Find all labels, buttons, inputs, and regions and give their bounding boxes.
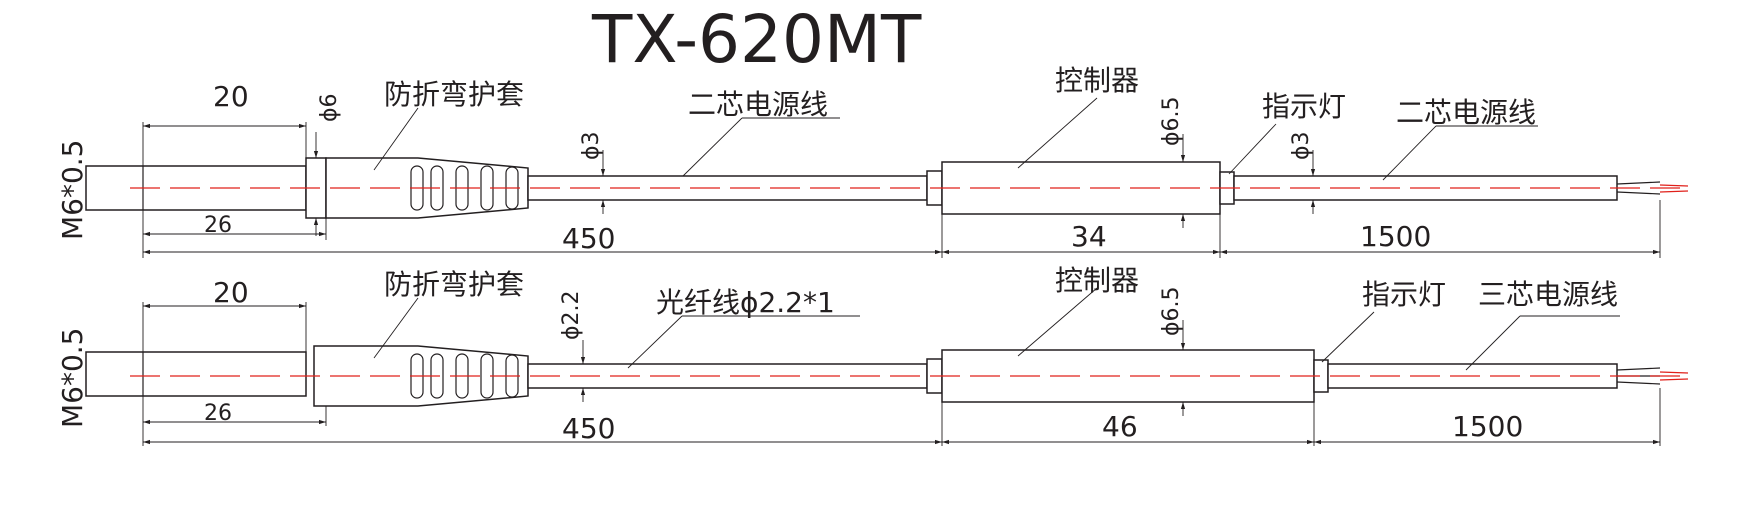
top-dim-phi3-right: ϕ3 — [1289, 131, 1314, 160]
top-dim-phi6-5: ϕ6.5 — [1159, 97, 1184, 147]
top-controller-label: 控制器 — [1055, 64, 1139, 97]
bottom-dim-1500: 1500 — [1452, 410, 1523, 443]
top-model-view: 20 26 ϕ6 M6*0.5 防折弯护套 ϕ3 二芯电源线 450 控制器 — [56, 64, 1690, 258]
bottom-dim-phi6-5: ϕ6.5 — [1159, 287, 1184, 337]
bottom-threaded-head — [85, 351, 307, 397]
model-title: TX-620MT — [591, 1, 922, 78]
top-indicator-label: 指示灯 — [1262, 90, 1346, 123]
top-dim-20: 20 — [213, 80, 249, 113]
bottom-dim-phi2-2: ϕ2.2 — [559, 291, 584, 341]
top-dim-phi3-left: ϕ3 — [579, 131, 604, 160]
bottom-indicator-label: 指示灯 — [1362, 278, 1446, 311]
bottom-dim-46: 46 — [1102, 410, 1138, 443]
bottom-controller-label: 控制器 — [1055, 264, 1139, 297]
top-dim-450: 450 — [562, 222, 615, 255]
bottom-dim-450: 450 — [562, 412, 615, 445]
top-thread-spec: M6*0.5 — [56, 139, 89, 240]
top-right-cable-label: 二芯电源线 — [1396, 96, 1536, 129]
bottom-dim-20: 20 — [213, 276, 249, 309]
bottom-right-cable-label: 三芯电源线 — [1478, 278, 1618, 311]
top-dim-26: 26 — [204, 213, 232, 238]
bottom-fiber-label: 光纤线ϕ2.2*1 — [656, 286, 835, 319]
top-boot-label: 防折弯护套 — [384, 78, 524, 111]
bottom-model-view: 20 26 M6*0.5 防折弯护套 ϕ2.2 光纤线ϕ2.2*1 450 控制… — [56, 264, 1690, 446]
top-dim-1500: 1500 — [1360, 220, 1431, 253]
bottom-dim-26: 26 — [204, 401, 232, 426]
top-left-cable-label: 二芯电源线 — [688, 88, 828, 121]
bottom-boot-label: 防折弯护套 — [384, 268, 524, 301]
top-dim-34: 34 — [1071, 220, 1107, 253]
top-dim-phi6: ϕ6 — [317, 93, 342, 122]
bottom-thread-spec: M6*0.5 — [56, 327, 89, 428]
